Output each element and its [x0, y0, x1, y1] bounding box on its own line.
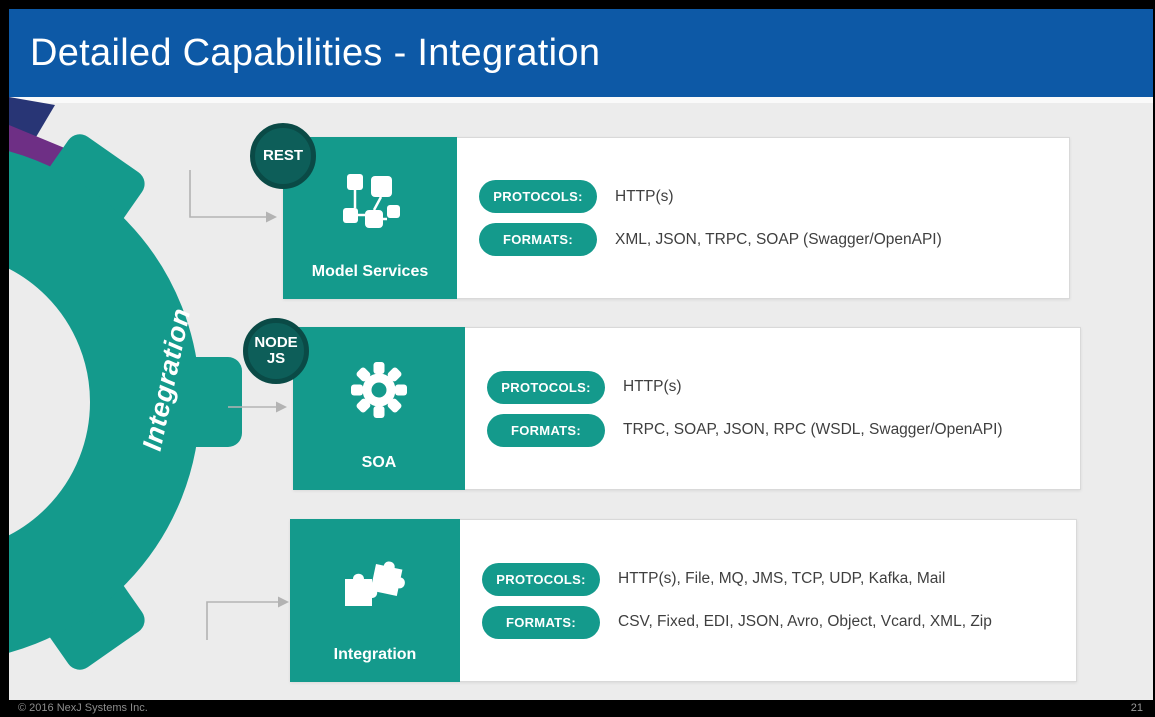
card-details: PROTOCOLS: HTTP(s) FORMATS: XML, JSON, T…	[457, 138, 1069, 298]
nodejs-badge: NODE JS	[243, 318, 309, 384]
formats-row: FORMATS: XML, JSON, TRPC, SOAP (Swagger/…	[479, 223, 1069, 256]
card-title: Model Services	[311, 263, 429, 281]
gear-icon	[350, 327, 408, 453]
purple-wedge	[9, 125, 67, 209]
formats-row: FORMATS: CSV, Fixed, EDI, JSON, Avro, Ob…	[482, 605, 1076, 639]
connector-arrows	[189, 170, 278, 640]
capability-card-soa: SOA PROTOCOLS: HTTP(s) FORMATS: TRPC, SO…	[293, 327, 1081, 490]
protocols-row: PROTOCOLS: HTTP(s)	[487, 370, 1080, 404]
formats-value: TRPC, SOAP, JSON, RPC (WSDL, Swagger/Ope…	[623, 421, 1003, 438]
formats-value: CSV, Fixed, EDI, JSON, Avro, Object, Vca…	[618, 613, 992, 630]
card-title: SOA	[361, 454, 397, 472]
protocols-value: HTTP(s), File, MQ, JMS, TCP, UDP, Kafka,…	[618, 570, 946, 587]
card-details: PROTOCOLS: HTTP(s), File, MQ, JMS, TCP, …	[460, 520, 1076, 681]
puzzle-icon	[342, 519, 408, 645]
protocols-row: PROTOCOLS: HTTP(s)	[479, 180, 1069, 213]
formats-pill: FORMATS:	[479, 223, 597, 256]
rest-badge: REST	[250, 123, 316, 189]
slide-header: Detailed Capabilities - Integration	[9, 9, 1153, 97]
protocols-pill: PROTOCOLS:	[479, 180, 597, 213]
formats-pill: FORMATS:	[482, 605, 600, 639]
card-details: PROTOCOLS: HTTP(s) FORMATS: TRPC, SOAP, …	[465, 328, 1080, 489]
capability-card-integration: Integration PROTOCOLS: HTTP(s), File, MQ…	[290, 519, 1077, 682]
copyright-text: © 2016 NexJ Systems Inc.	[18, 702, 148, 714]
protocols-row: PROTOCOLS: HTTP(s), File, MQ, JMS, TCP, …	[482, 562, 1076, 596]
model-services-icon	[339, 137, 401, 262]
page-number: 21	[1130, 702, 1143, 714]
card-title: Integration	[333, 646, 417, 664]
slide-body: Integration REST NODE JS	[9, 97, 1153, 700]
protocols-pill: PROTOCOLS:	[487, 370, 605, 404]
formats-row: FORMATS: TRPC, SOAP, JSON, RPC (WSDL, Sw…	[487, 413, 1080, 447]
formats-pill: FORMATS:	[487, 413, 605, 447]
card-teal-panel: Model Services	[283, 137, 457, 299]
capability-card-model-services: Model Services PROTOCOLS: HTTP(s) FORMAT…	[283, 137, 1070, 299]
protocols-value: HTTP(s)	[615, 187, 674, 205]
navy-wedge	[9, 97, 55, 159]
formats-value: XML, JSON, TRPC, SOAP (Swagger/OpenAPI)	[615, 230, 942, 248]
page-title: Detailed Capabilities - Integration	[30, 31, 601, 74]
protocols-value: HTTP(s)	[623, 378, 682, 395]
protocols-pill: PROTOCOLS:	[482, 562, 600, 596]
gear-ring	[9, 134, 242, 670]
card-teal-panel: SOA	[293, 327, 465, 490]
card-teal-panel: Integration	[290, 519, 460, 682]
wheel-label: Integration	[136, 305, 197, 454]
